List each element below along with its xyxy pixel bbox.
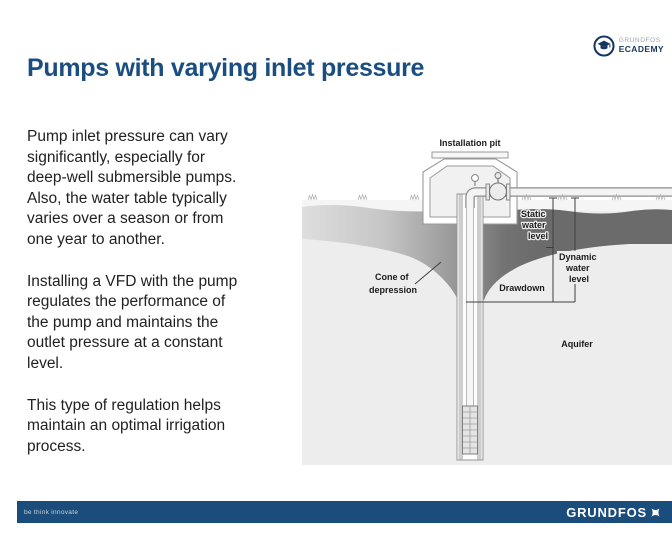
ecademy-logo-text: GRUNDFOS ECADEMY bbox=[618, 37, 664, 54]
installation-pit-label: Installation pit bbox=[439, 138, 500, 148]
pressure-gauge-icon bbox=[471, 174, 479, 182]
cone-of-depression-label: Cone of depression bbox=[369, 272, 417, 295]
footer-bar: be think innovate GRUNDFOS bbox=[17, 501, 672, 523]
graduation-cap-icon bbox=[593, 35, 615, 57]
grundfos-wordmark: GRUNDFOS bbox=[566, 504, 647, 520]
measurement-lines bbox=[414, 197, 579, 303]
cone-line-2: depression bbox=[369, 285, 417, 295]
drawdown-label: Drawdown bbox=[499, 283, 545, 293]
paragraph-vfd: Installing a VFD with the pump regulates… bbox=[27, 272, 238, 372]
surface-pipe bbox=[466, 188, 672, 208]
water-table-band bbox=[302, 205, 672, 300]
ecademy-logo: GRUNDFOS ECADEMY bbox=[593, 35, 664, 57]
grundfos-x-icon bbox=[651, 507, 660, 517]
grundfos-logo: GRUNDFOS bbox=[566, 505, 662, 520]
dynamic-line-3: level bbox=[569, 274, 589, 284]
riser-pipe bbox=[466, 193, 474, 407]
aquifer-label: Aquifer bbox=[561, 339, 593, 349]
dynamic-label-bg bbox=[557, 251, 602, 284]
dynamic-line-1: Dynamic bbox=[559, 252, 597, 262]
static-line-1: Static bbox=[521, 209, 546, 219]
well-casing-wall-left bbox=[458, 194, 463, 460]
footer-tagline: be think innovate bbox=[24, 508, 79, 516]
well-casing-wall-right bbox=[477, 194, 482, 460]
paragraph-inlet-pressure: Pump inlet pressure can vary significant… bbox=[27, 128, 237, 248]
pump-ribs bbox=[463, 406, 477, 454]
page-title: Pumps with varying inlet pressure bbox=[27, 54, 425, 82]
dynamic-water-level-label: Dynamic water level bbox=[559, 252, 599, 284]
static-line-3: level bbox=[528, 231, 548, 241]
cone-pointer-line bbox=[414, 261, 442, 285]
dynamic-line-2: water bbox=[565, 263, 590, 273]
valve-icon bbox=[488, 182, 508, 201]
grass-tufts bbox=[307, 193, 666, 201]
static-line-2: water bbox=[521, 220, 546, 230]
static-water-level-label: Static water level bbox=[521, 209, 548, 241]
well-diagram: Installation pit Static water level Dyna… bbox=[302, 137, 672, 465]
ecademy-brand-text: GRUNDFOS bbox=[618, 37, 661, 45]
ecademy-academy-text: ECADEMY bbox=[618, 43, 664, 54]
cone-line-1: Cone of bbox=[375, 272, 409, 282]
body-text-column: Pump inlet pressure can vary significant… bbox=[27, 127, 307, 478]
installation-pit-lid bbox=[431, 151, 509, 159]
paragraph-regulation: This type of regulation helps maintain a… bbox=[27, 396, 226, 455]
valve-handle bbox=[494, 172, 502, 179]
